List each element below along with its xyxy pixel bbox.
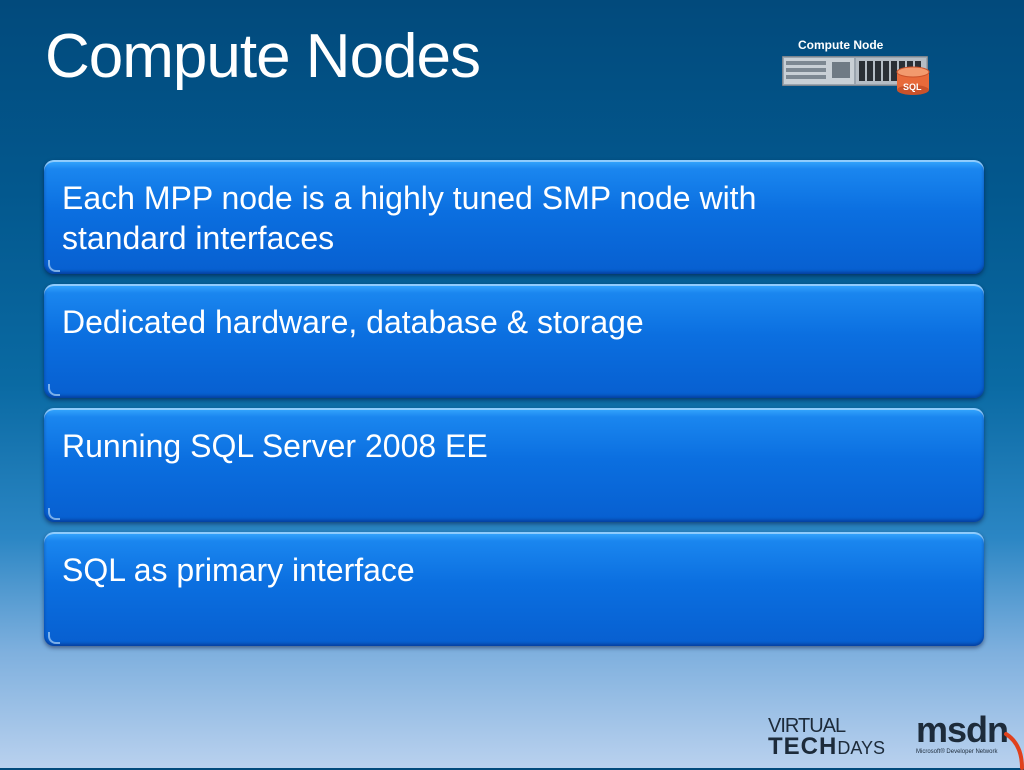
- database-icon: [896, 66, 930, 95]
- msdn-wordmark: msdn: [916, 709, 1009, 750]
- database-label: SQL: [903, 82, 922, 92]
- vtd-days-light: DAYS: [837, 738, 886, 758]
- virtual-techdays-logo: VIRTUAL TECHDAYS: [768, 716, 885, 759]
- content-box: Running SQL Server 2008 EE: [44, 408, 984, 522]
- vtd-techdays-text: TECHDAYS: [768, 733, 886, 760]
- content-box: Each MPP node is a highly tuned SMP node…: [44, 160, 984, 274]
- compute-node-label: Compute Node: [798, 38, 884, 52]
- content-box: Dedicated hardware, database & storage: [44, 284, 984, 398]
- content-box: SQL as primary interface: [44, 532, 984, 646]
- msdn-logo: msdn Microsoft® Developer Network: [916, 709, 1024, 770]
- slide-title: Compute Nodes: [45, 22, 481, 91]
- content-box-text: Dedicated hardware, database & storage: [62, 304, 644, 340]
- content-box-text: Running SQL Server 2008 EE: [62, 428, 488, 464]
- content-box-list: Each MPP node is a highly tuned SMP node…: [44, 160, 984, 656]
- vtd-virtual-text: VIRTUAL: [768, 715, 846, 737]
- vtd-tech-bold: TECH: [768, 733, 838, 760]
- msdn-swoosh-icon: [1004, 732, 1024, 770]
- content-box-text: SQL as primary interface: [62, 552, 415, 588]
- msdn-tagline: Microsoft® Developer Network: [916, 749, 998, 755]
- compute-node-graphic: Compute Node SQL: [780, 36, 940, 98]
- footer-logos: VIRTUAL TECHDAYS msdn Microsoft® Develop…: [768, 709, 1024, 770]
- content-box-text: Each MPP node is a highly tuned SMP node…: [62, 180, 757, 256]
